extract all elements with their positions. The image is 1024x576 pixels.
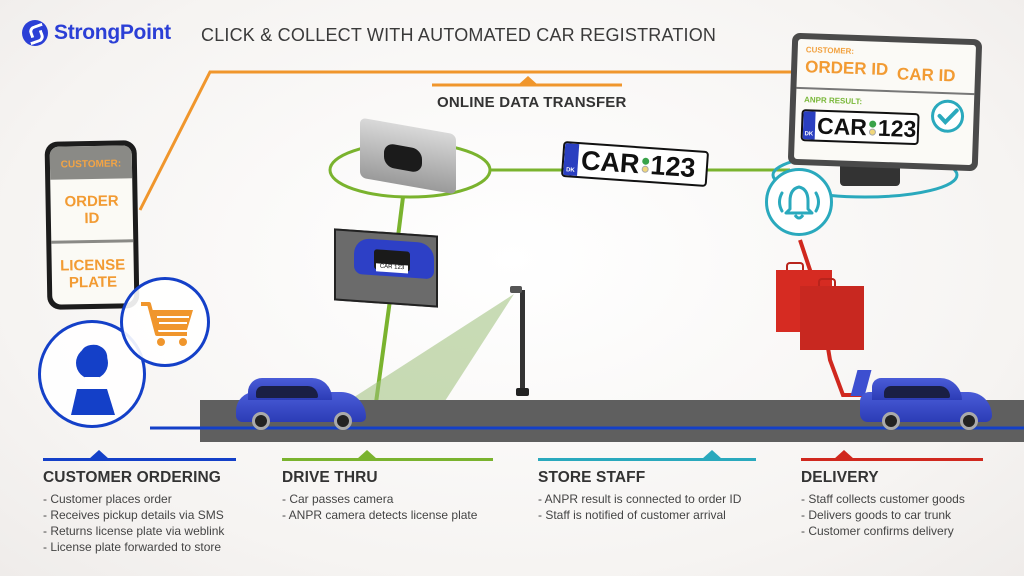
phone-license-plate-text: LICENSE PLATE [60, 255, 126, 291]
notification-circle [765, 168, 833, 236]
section-list: - Staff collects customer goods - Delive… [801, 491, 983, 539]
online-transfer-line [138, 70, 795, 211]
section-marker [89, 450, 109, 459]
section-delivery: DELIVERY - Staff collects customer goods… [801, 450, 983, 539]
car-wheel [252, 412, 270, 430]
monitor-stand [840, 166, 900, 186]
lamp-camera [510, 286, 522, 293]
section-marker [357, 450, 377, 459]
monitor-plate-numbers: 123 [877, 114, 917, 142]
online-transfer-label: ONLINE DATA TRANSFER [437, 94, 627, 111]
section-divider [282, 458, 493, 461]
customer-circle [38, 320, 146, 428]
plate-stickers [640, 156, 649, 173]
list-item: - Car passes camera [282, 492, 394, 506]
bell-icon [778, 185, 820, 220]
monitor-eu-badge: DK [802, 111, 816, 140]
brand-logo: StrongPoint [22, 20, 171, 46]
list-item: - Customer places order [43, 492, 172, 506]
plate-letters: CAR [580, 144, 641, 179]
section-customer-ordering: CUSTOMER ORDERING - Customer places orde… [43, 450, 236, 555]
list-item: - Customer confirms delivery [801, 524, 954, 538]
monitor-divider [796, 86, 975, 96]
page-title: CLICK & COLLECT WITH AUTOMATED CAR REGIS… [201, 25, 717, 45]
section-drive-thru: DRIVE THRU - Car passes camera - ANPR ca… [282, 450, 493, 523]
cart-icon [141, 302, 193, 346]
car-window [884, 386, 950, 398]
store-monitor: CUSTOMER: ORDER ID CAR ID ANPR RESULT: D… [787, 32, 983, 172]
section-title: STORE STAFF [538, 469, 646, 486]
section-list: - ANPR result is connected to order ID -… [538, 491, 756, 523]
monitor-plate-letters: CAR [816, 112, 868, 140]
online-transfer-marker [518, 76, 538, 85]
street-lamp-icon [520, 290, 525, 396]
section-marker [834, 450, 854, 459]
car-window [256, 386, 318, 398]
monitor-order-id: ORDER ID [804, 57, 889, 80]
monitor-plate-stickers [868, 119, 877, 136]
car-wheel [334, 412, 352, 430]
list-item: - Returns license plate via weblink [43, 524, 225, 538]
cart-circle [120, 277, 210, 367]
section-divider [43, 458, 236, 461]
monitor-plate-country: DK [804, 131, 814, 138]
monitor-plate: DK CAR 123 [800, 109, 920, 146]
phone-order-id: ORDER ID [50, 178, 133, 240]
lamp-base [516, 388, 529, 396]
section-divider [801, 458, 983, 461]
strongpoint-logo-icon [22, 20, 48, 46]
monitor-customer-label: CUSTOMER: [805, 45, 855, 56]
list-item: - Staff is notified of customer arrival [538, 508, 726, 522]
captured-car-photo: CAR 123 [334, 228, 438, 308]
eu-badge: DK [563, 143, 580, 176]
section-title: DRIVE THRU [282, 469, 378, 486]
section-title: DELIVERY [801, 469, 879, 486]
phone-order-id-text: ORDER ID [64, 192, 119, 227]
bag-handle [786, 262, 804, 272]
car-icon [236, 376, 368, 430]
section-list: - Car passes camera - ANPR camera detect… [282, 491, 493, 523]
monitor-screen: CUSTOMER: ORDER ID CAR ID ANPR RESULT: D… [793, 38, 977, 166]
car-icon [850, 370, 994, 432]
list-item: - ANPR camera detects license plate [282, 508, 478, 522]
list-item: - Staff collects customer goods [801, 492, 965, 506]
list-item: - Receives pickup details via SMS [43, 508, 224, 522]
section-marker [702, 450, 722, 459]
monitor-car-id: CAR ID [896, 64, 956, 86]
list-item: - License plate forwarded to store [43, 540, 222, 554]
section-title: CUSTOMER ORDERING [43, 469, 221, 486]
monitor-anpr-label: ANPR RESULT: [803, 95, 863, 107]
plate-country: DK [565, 167, 575, 174]
brand-name: StrongPoint [54, 21, 171, 44]
car-wheel [882, 412, 900, 430]
check-icon [931, 99, 965, 133]
shopping-bag-icon [800, 286, 864, 350]
phone-license-plate: LICENSE PLATE [51, 242, 134, 304]
phone-customer-label: CUSTOMER: [49, 145, 133, 180]
section-list: - Customer places order - Receives picku… [43, 491, 236, 555]
list-item: - ANPR result is connected to order ID [538, 492, 742, 506]
phone-screen: CUSTOMER: ORDER ID LICENSE PLATE [49, 145, 135, 305]
plate-numbers: 123 [649, 149, 697, 183]
section-store-staff: STORE STAFF - ANPR result is connected t… [538, 450, 756, 523]
car-wheel [960, 412, 978, 430]
person-icon [71, 344, 115, 415]
list-item: - Delivers goods to car trunk [801, 508, 952, 522]
bag-handle [818, 278, 836, 288]
section-divider [538, 458, 756, 461]
